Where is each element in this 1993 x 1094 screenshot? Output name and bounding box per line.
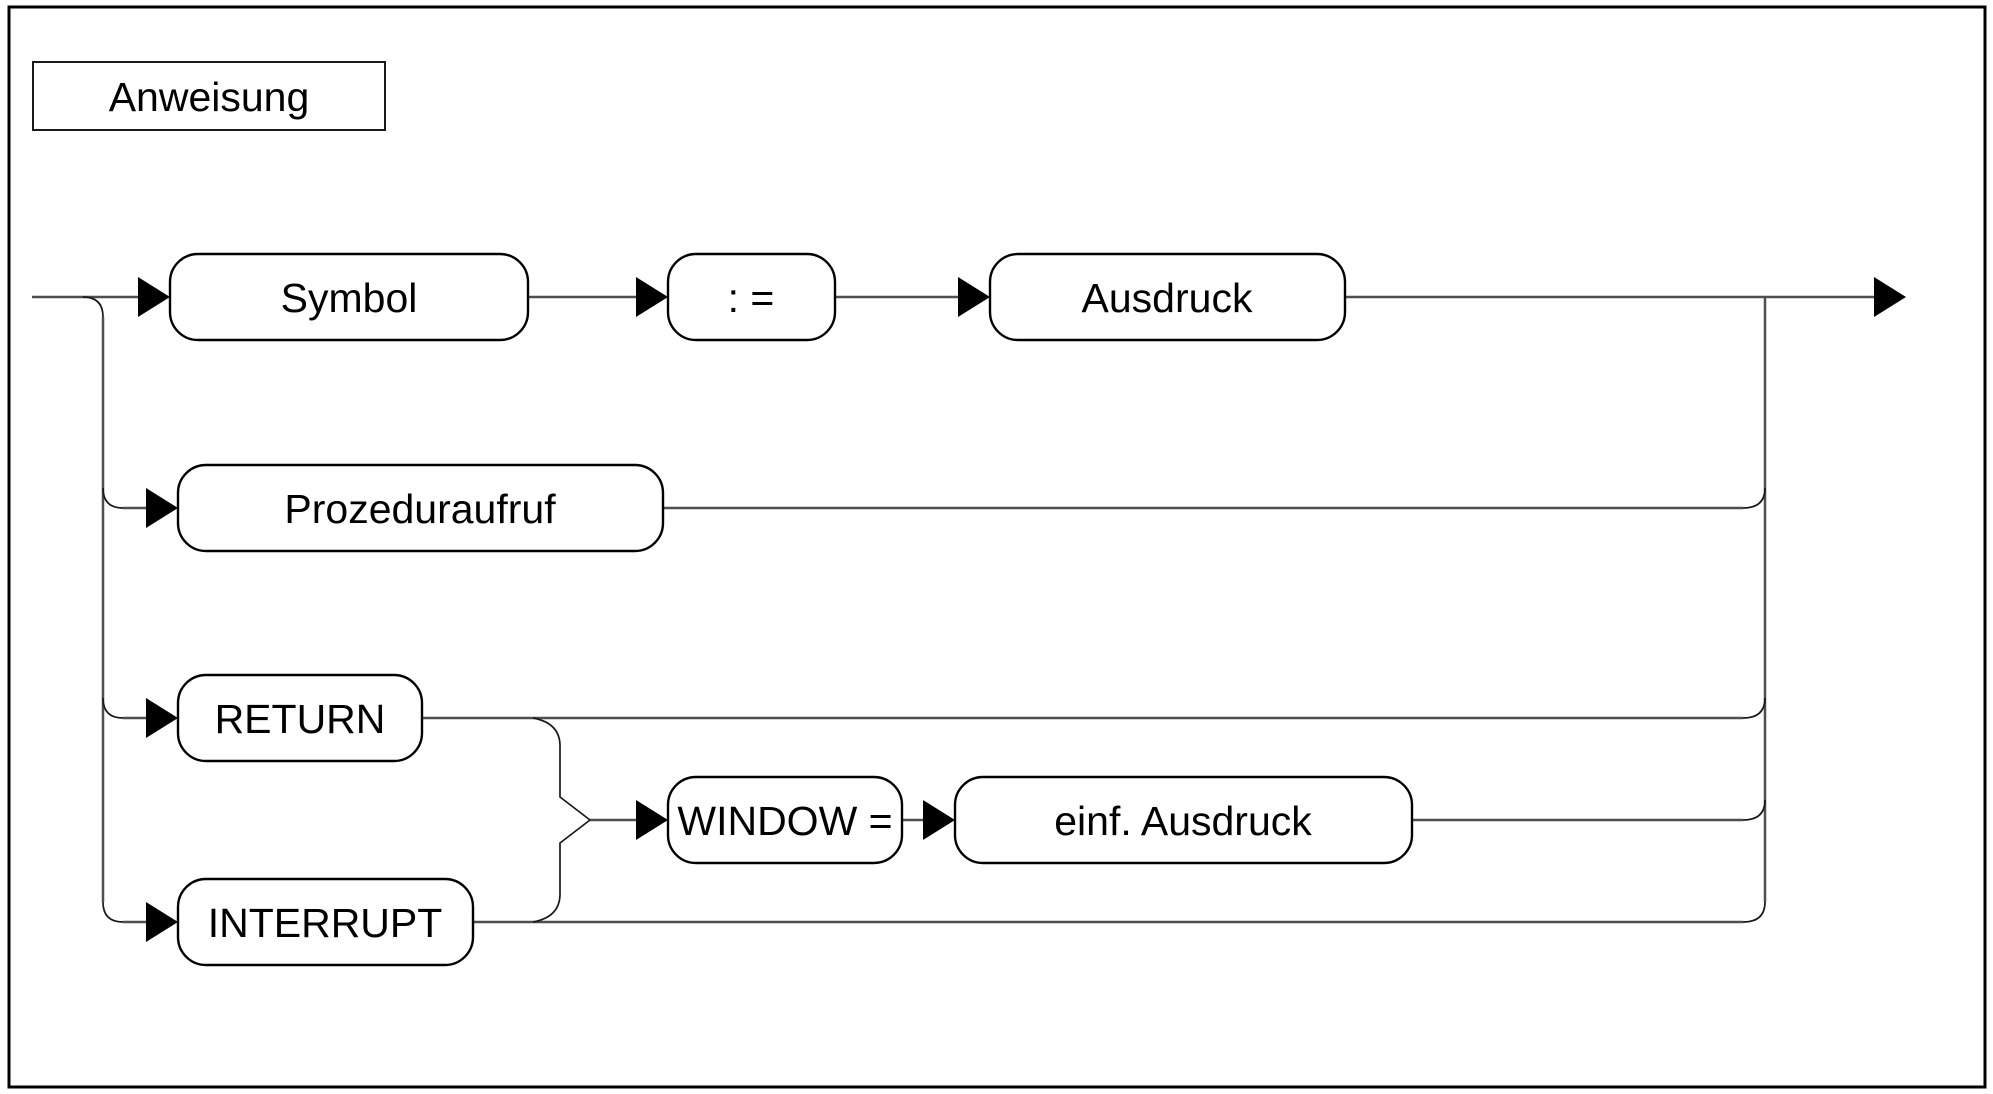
node-ausdruck-frame xyxy=(988,252,1347,342)
node-symbol-label: Symbol xyxy=(281,275,418,321)
arrow-icon-assign xyxy=(636,277,668,317)
bend-merge-interrupt xyxy=(1742,901,1766,923)
arrow-icon-window xyxy=(636,800,668,840)
arrow-icon-prozeduraufruf xyxy=(146,488,178,528)
node-window: WINDOW = xyxy=(666,775,904,865)
bend-entry-split xyxy=(82,296,104,318)
node-interrupt-frame xyxy=(176,877,475,967)
flow-arrows xyxy=(138,277,1906,942)
arrow-icon-exit xyxy=(1874,277,1906,317)
node-return-label: RETURN xyxy=(215,696,386,742)
title-box-frame xyxy=(32,61,386,131)
node-interrupt: INTERRUPT xyxy=(176,877,475,967)
bend-merge-prozeduraufruf xyxy=(1742,487,1766,509)
node-return: RETURN xyxy=(176,673,424,763)
bend-to-prozeduraufruf xyxy=(102,487,124,509)
node-interrupt-label: INTERRUPT xyxy=(208,900,443,946)
node-symbol: Symbol xyxy=(168,252,530,342)
node-ausdruck-label: Ausdruck xyxy=(1082,275,1253,321)
node-prozeduraufruf-label: Prozeduraufruf xyxy=(284,486,556,532)
node-window-frame xyxy=(666,775,904,865)
node-window-label: WINDOW = xyxy=(677,798,892,844)
arrow-icon-ausdruck xyxy=(958,277,990,317)
diagram-title: Anweisung xyxy=(109,74,310,120)
title-box: Anweisung xyxy=(32,61,386,131)
bend-merge-window-path xyxy=(1742,799,1766,821)
connector-rails xyxy=(32,295,1876,924)
branch-interrupt-to-window-junction xyxy=(532,819,591,923)
arrow-icon-entry-symbol xyxy=(138,277,170,317)
page-border xyxy=(7,5,1987,1089)
node-assign-label: : = xyxy=(728,275,775,321)
bend-to-return xyxy=(102,697,124,719)
connector-bends xyxy=(82,296,1766,923)
bend-merge-return xyxy=(1742,697,1766,719)
node-assign-frame xyxy=(666,252,837,342)
branch-return-to-window-junction xyxy=(532,717,591,821)
node-einf-ausdruck-frame xyxy=(953,775,1414,865)
bend-to-interrupt xyxy=(102,901,124,923)
diagram-nodes: Symbol : = Ausdruck Prozeduraufruf RETUR… xyxy=(168,252,1414,967)
node-einf-ausdruck-label: einf. Ausdruck xyxy=(1054,798,1312,844)
node-prozeduraufruf-frame xyxy=(176,463,665,553)
arrow-icon-interrupt xyxy=(146,902,178,942)
node-return-frame xyxy=(176,673,424,763)
arrow-icon-return xyxy=(146,698,178,738)
node-einf-ausdruck: einf. Ausdruck xyxy=(953,775,1414,865)
node-ausdruck: Ausdruck xyxy=(988,252,1347,342)
node-prozeduraufruf: Prozeduraufruf xyxy=(176,463,665,553)
node-assign-operator: : = xyxy=(666,252,837,342)
node-symbol-frame xyxy=(168,252,530,342)
arrow-icon-einf-ausdruck xyxy=(923,800,955,840)
